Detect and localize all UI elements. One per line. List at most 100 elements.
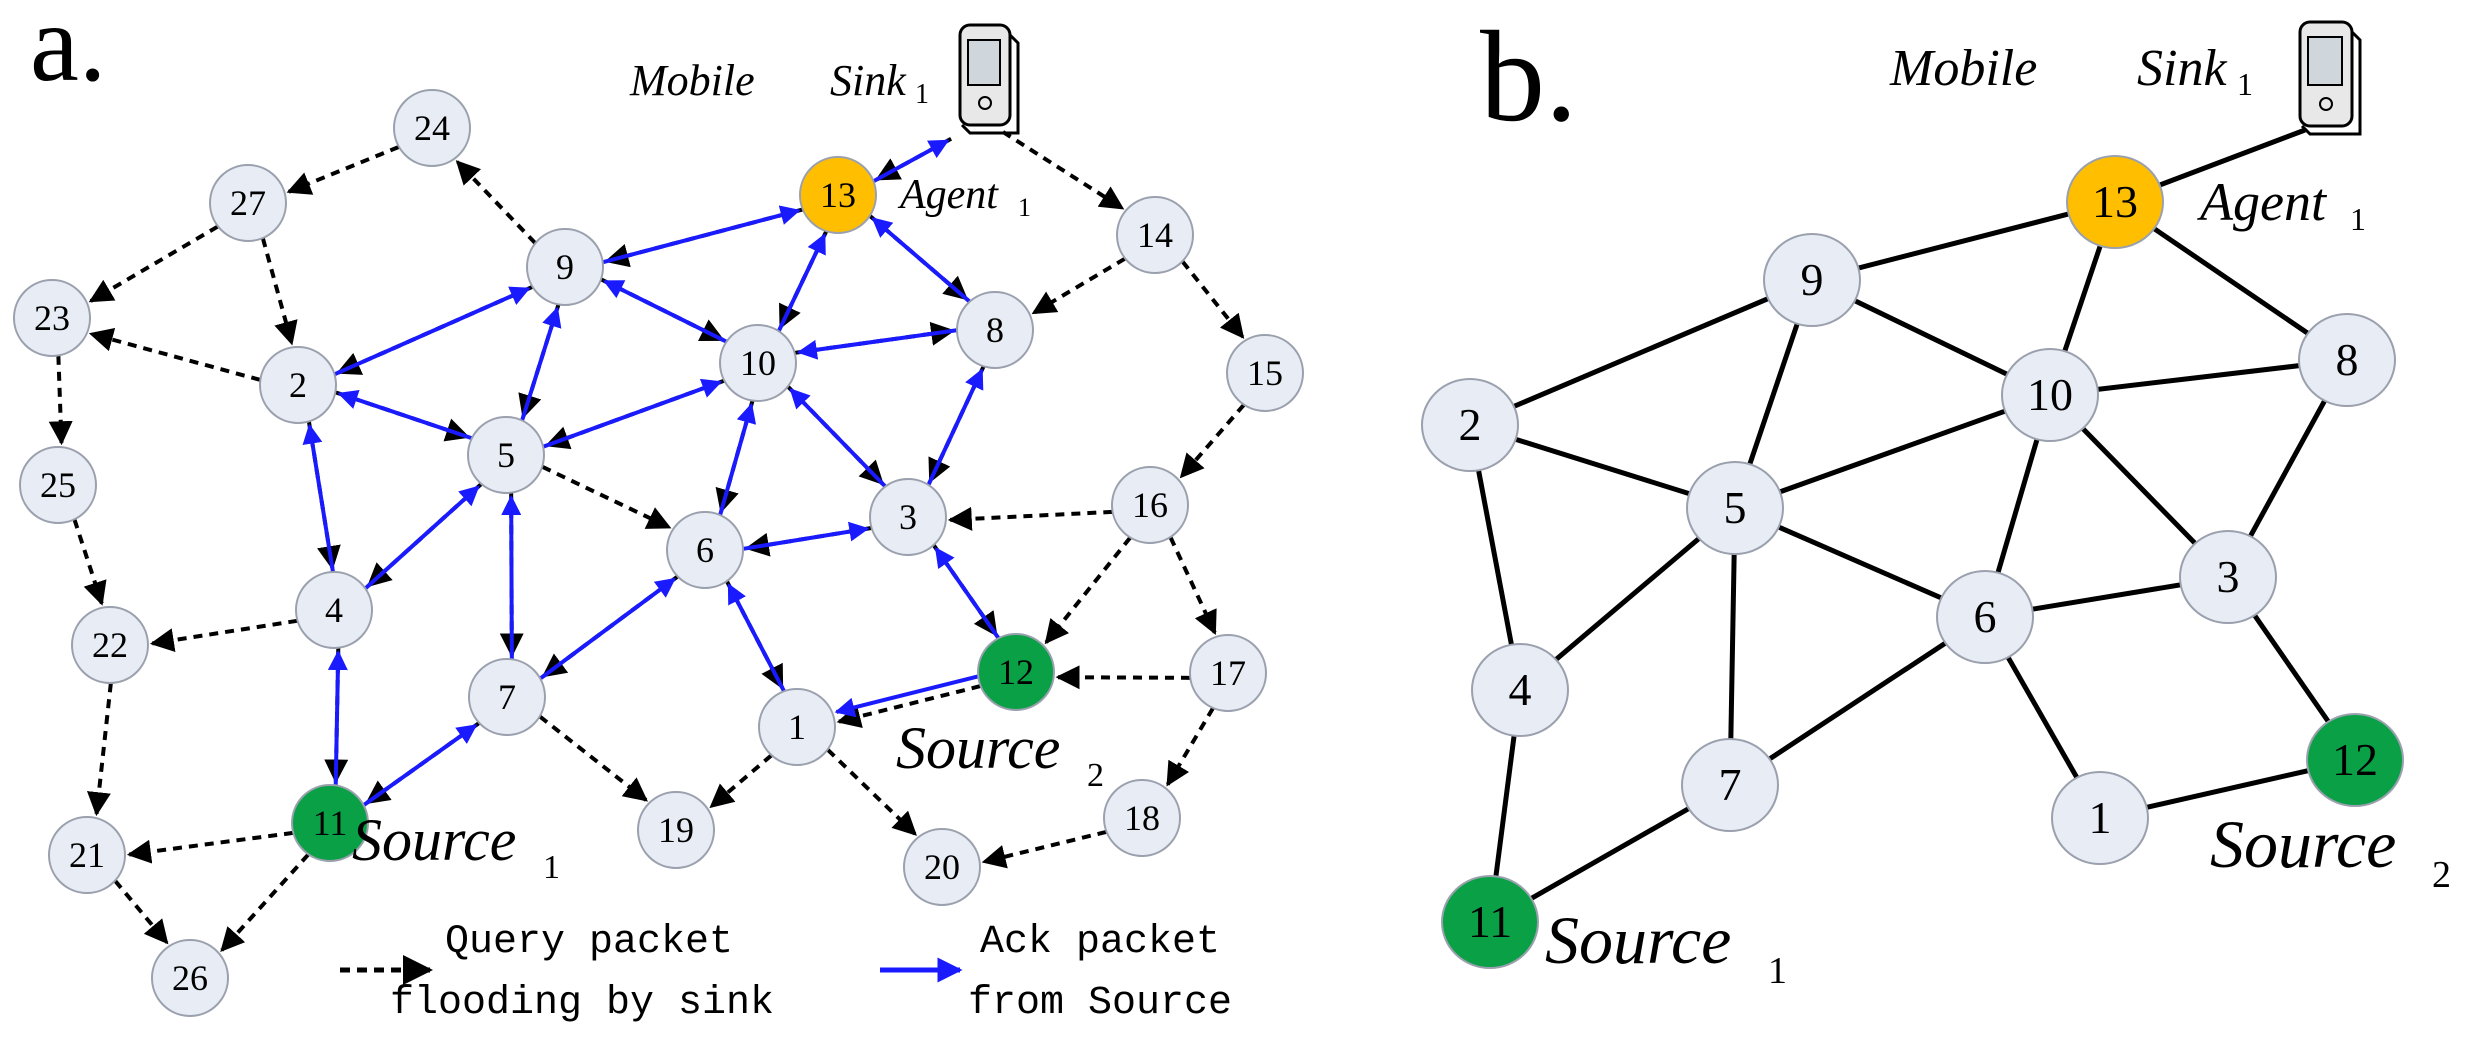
- node-3: 3: [869, 478, 947, 556]
- node-circle: [48, 816, 126, 894]
- node-circle: [13, 279, 91, 357]
- node-label: 2: [1459, 399, 1482, 450]
- source2-label: Source: [896, 715, 1060, 781]
- node-23: 23: [13, 279, 91, 357]
- node-label: 22: [92, 625, 128, 665]
- node-6: 6: [1936, 570, 2034, 664]
- query-arrow-18-20: [981, 829, 1107, 869]
- query-arrow-11-21: [126, 830, 294, 864]
- node-label: 16: [1132, 485, 1168, 525]
- node-3: 3: [2179, 530, 2277, 624]
- node-6: 6: [666, 511, 744, 589]
- node-circle: [1103, 779, 1181, 857]
- panel-a: a. 1234567891011121314151617181920212223…: [13, 0, 1304, 1026]
- ack-arrow-11-4: [327, 650, 348, 786]
- ack-arrow-11-7: [362, 723, 478, 807]
- agent-label: Agent: [897, 172, 999, 218]
- sink-subscript: 1: [2237, 66, 2253, 102]
- node-circle: [956, 291, 1034, 369]
- ack-arrow-4-2: [302, 423, 335, 573]
- node-label: 9: [1801, 254, 1824, 305]
- ack-arrow-12-3: [934, 546, 1001, 640]
- node-5: 5: [1686, 461, 1784, 555]
- ack-arrow-2-9: [333, 286, 531, 377]
- node-circle: [1111, 466, 1189, 544]
- query-arrow-17-18: [1166, 707, 1215, 787]
- query-arrow-15-16: [1179, 403, 1246, 479]
- node-label: 21: [69, 835, 105, 875]
- query-arrow-27-2: [260, 237, 298, 346]
- node-22: 22: [71, 606, 149, 684]
- query-arrow-12-1: [836, 684, 981, 728]
- node-label: 26: [172, 958, 208, 998]
- node-label: 4: [1509, 664, 1532, 715]
- query-arrow-4-22: [149, 618, 298, 652]
- sink-label: Sink: [830, 56, 907, 105]
- node-circle: [526, 228, 604, 306]
- node-7: 7: [468, 658, 546, 736]
- agent-label: Agent: [2197, 172, 2328, 232]
- node-label: 11: [313, 803, 348, 843]
- node-25: 25: [19, 446, 97, 524]
- node-label: 15: [1247, 353, 1283, 393]
- node-label: 13: [2092, 176, 2138, 227]
- node-circle: [1421, 378, 1519, 472]
- node-circle: [719, 324, 797, 402]
- node-label: 18: [1124, 798, 1160, 838]
- node-label: 25: [40, 465, 76, 505]
- query-arrow-11-26: [220, 853, 310, 952]
- query-arrow-sink-14: [1001, 130, 1125, 210]
- node-label: 20: [924, 847, 960, 887]
- node-19: 19: [637, 791, 715, 869]
- node-8: 8: [956, 291, 1034, 369]
- node-12: 12: [977, 633, 1055, 711]
- node-circle: [758, 688, 836, 766]
- node-label: 8: [986, 310, 1004, 350]
- query-arrow-5-6: [541, 465, 672, 530]
- node-14: 14: [1116, 196, 1194, 274]
- node-circle: [2306, 713, 2404, 807]
- mobile-label: Mobile: [629, 56, 755, 105]
- node-label: 24: [414, 108, 450, 148]
- node-circle: [2298, 313, 2396, 407]
- node-label: 6: [696, 530, 714, 570]
- ack-arrow-7-5: [501, 494, 522, 659]
- sink-subscript: 1: [915, 79, 929, 110]
- node-20: 20: [903, 828, 981, 906]
- node-circle: [468, 658, 546, 736]
- legend-ack-line2: from Source: [968, 981, 1232, 1026]
- node-10: 10: [2001, 348, 2099, 442]
- node-label: 14: [1137, 215, 1173, 255]
- query-arrow-27-23: [88, 224, 219, 303]
- node-2: 2: [259, 346, 337, 424]
- node-circle: [291, 784, 369, 862]
- query-arrow-22-21: [86, 683, 113, 817]
- node-circle: [666, 511, 744, 589]
- query-arrow-21-26: [113, 879, 169, 945]
- node-label: 1: [788, 707, 806, 747]
- edge-6-7: [1728, 614, 1987, 788]
- query-arrow-23-25: [48, 355, 73, 446]
- query-arrow-16-17: [1168, 536, 1217, 635]
- ack-arrow-10-9: [603, 279, 728, 344]
- node-12: 12: [2306, 713, 2404, 807]
- node-18: 18: [1103, 779, 1181, 857]
- query-arrow-16-12: [1044, 536, 1132, 645]
- legend-ack-line1: Ack packet: [980, 920, 1220, 965]
- node-label: 3: [2217, 551, 2240, 602]
- node-label: 12: [2332, 734, 2378, 785]
- node-label: 5: [1724, 482, 1747, 533]
- node-label: 23: [34, 298, 70, 338]
- ack-arrow-10-13: [777, 233, 827, 332]
- node-label: 27: [230, 183, 266, 223]
- node-label: 4: [325, 590, 343, 630]
- source1-label: Source: [1545, 902, 1731, 978]
- ack-arrow-5-9: [520, 306, 562, 421]
- node-4: 4: [295, 571, 373, 649]
- node-13: 13: [799, 156, 877, 234]
- node-circle: [799, 156, 877, 234]
- query-arrow-9-24: [455, 160, 537, 245]
- node-26: 26: [151, 939, 229, 1017]
- node-21: 21: [48, 816, 126, 894]
- sink-label: Sink: [2137, 40, 2227, 97]
